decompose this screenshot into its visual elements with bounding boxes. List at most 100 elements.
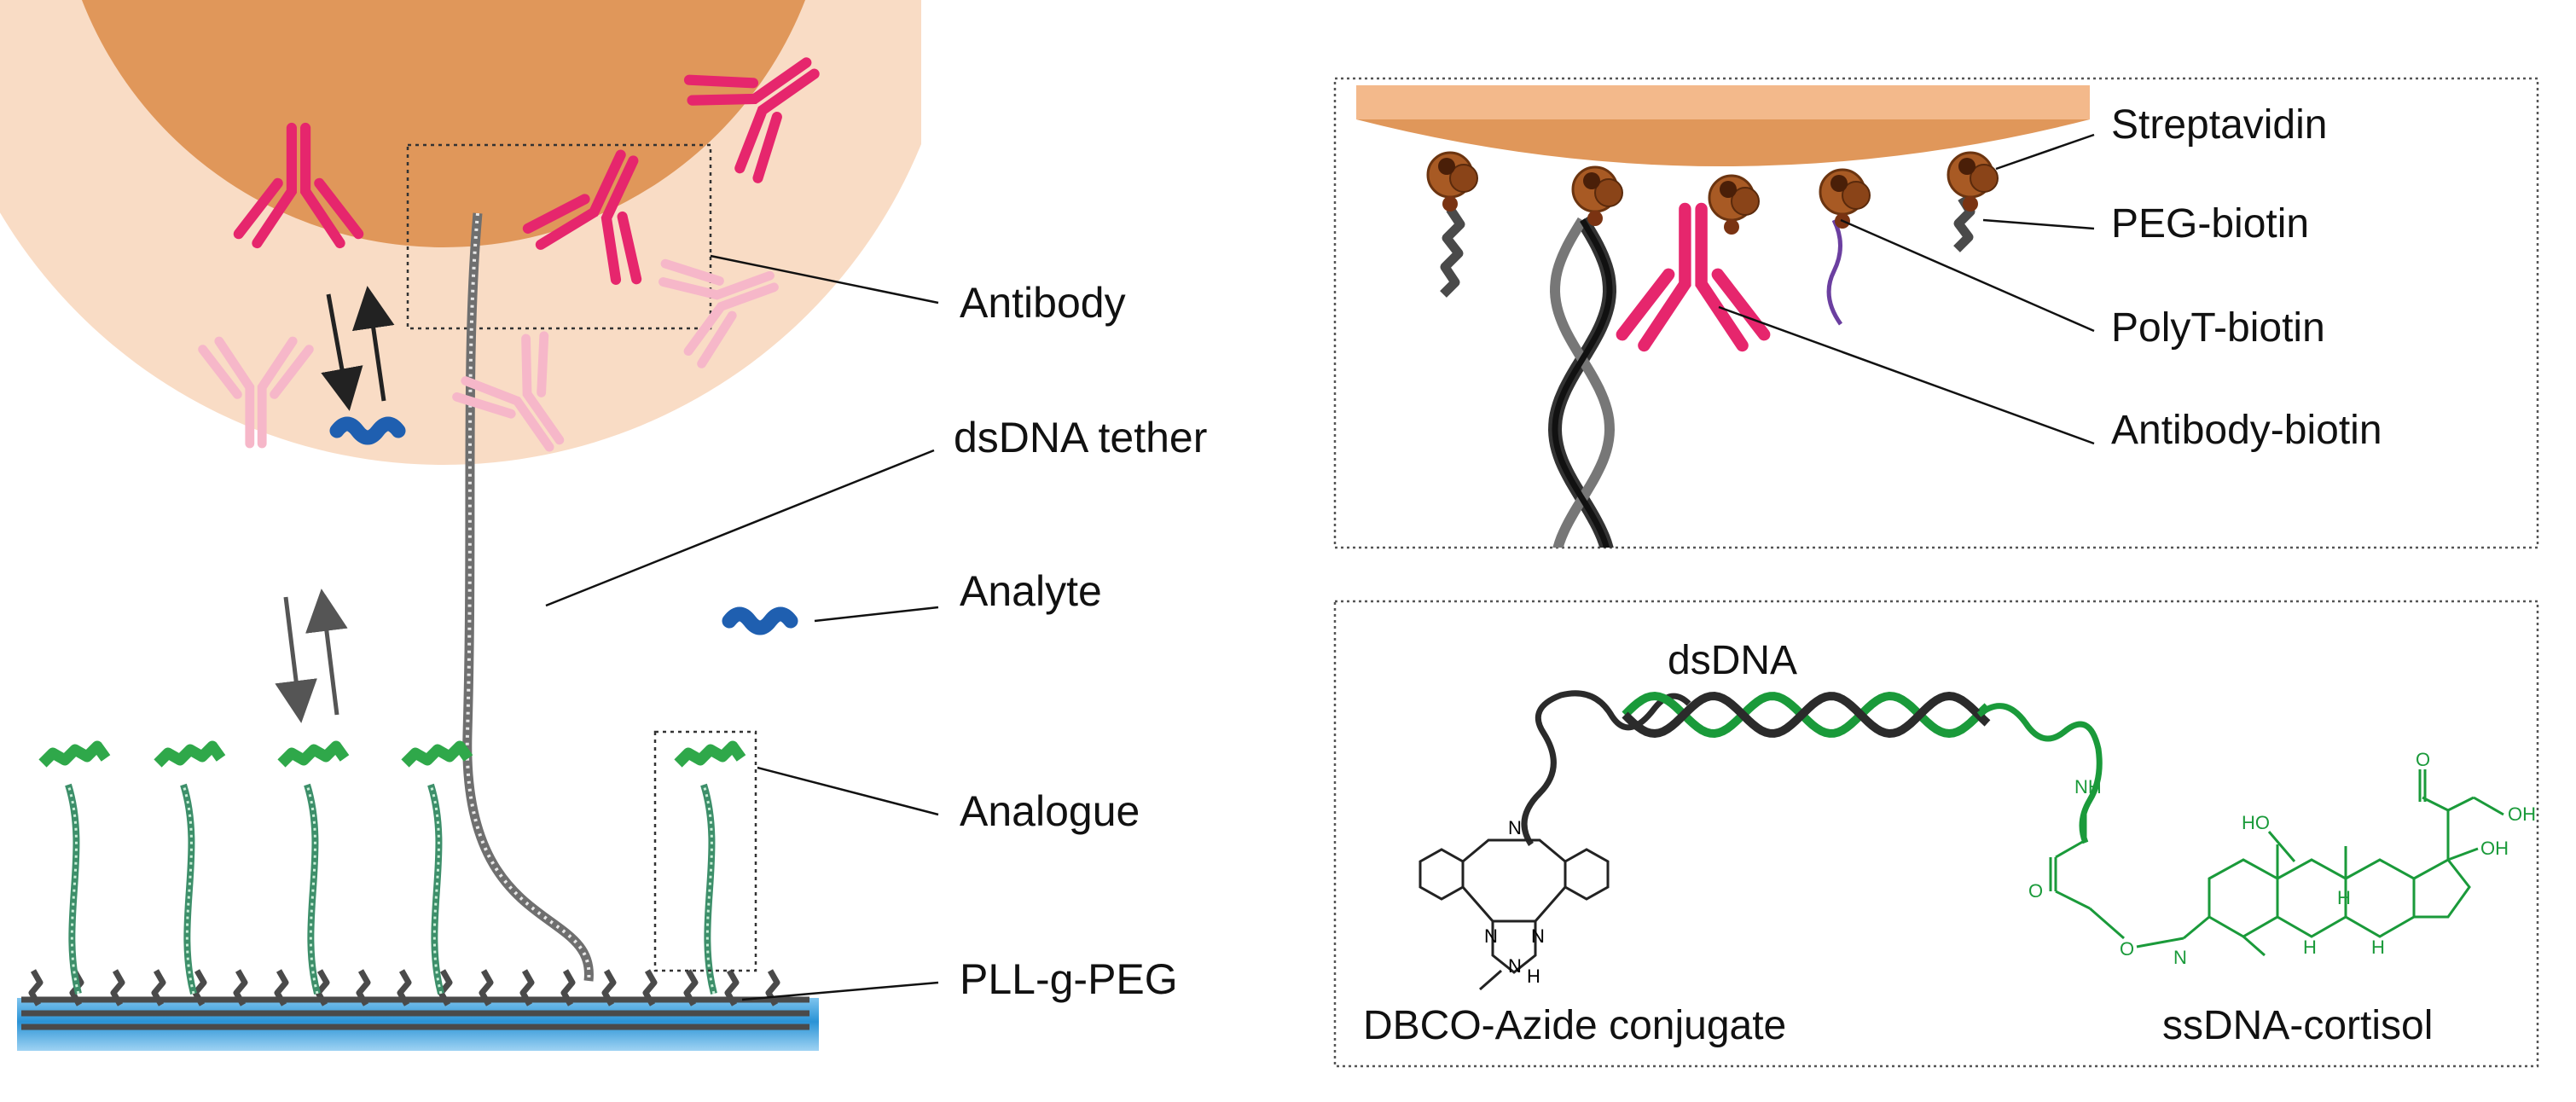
atom-n-main: N <box>1508 817 1522 838</box>
cortisol-structure <box>2049 769 2504 957</box>
dsdna-tether <box>462 212 594 982</box>
antibody-bound-3 <box>683 57 820 183</box>
streptavidin-1 <box>1426 151 1478 212</box>
leader-polyt-biotin <box>1840 218 2095 333</box>
antibodies <box>198 57 820 452</box>
antibody-free-3 <box>452 331 565 452</box>
atom-o-keto: O <box>2416 749 2430 770</box>
peg-chain <box>560 969 576 1006</box>
peg-chain <box>724 969 740 1006</box>
peg-chain <box>765 969 780 1006</box>
peg-chain <box>642 969 658 1006</box>
antibody-free-1 <box>659 258 779 368</box>
atom-oh-ring: OH <box>2480 838 2509 859</box>
label-peg-biotin: PEG-biotin <box>2111 201 2309 246</box>
arrow-up <box>351 286 395 402</box>
label-antibody-biotin: Antibody-biotin <box>2111 408 2382 453</box>
atom-o-amide: O <box>2028 880 2043 902</box>
analyte-icon <box>329 416 406 445</box>
leader-analogue <box>757 766 939 816</box>
label-analyte: Analyte <box>960 567 1102 615</box>
peg-chain <box>192 969 207 1006</box>
antibody-free-2 <box>198 336 314 449</box>
analogue-head-icon <box>38 740 111 768</box>
atom-h1: H <box>2337 887 2351 908</box>
analogue-strand-2 <box>154 740 226 995</box>
analogue-head-icon <box>674 740 746 768</box>
label-pll-g-peg: PLL-g-PEG <box>960 955 1178 1003</box>
atom-n-oxime: N <box>2173 947 2187 968</box>
inset-bottom-frame <box>1333 600 2539 1068</box>
analogue-strand-3 <box>277 740 350 995</box>
label-antibody: Antibody <box>960 279 1126 327</box>
atom-h2: H <box>2303 937 2317 958</box>
streptavidin-4 <box>1819 168 1871 229</box>
analogue-strands <box>38 740 746 995</box>
dbco-structure <box>1419 838 1610 991</box>
inset-bottom: dsDNA N N N N H DBCO-Azide conjugate <box>1333 600 2539 1068</box>
streptavidin-2 <box>1571 165 1623 226</box>
peg-biotin-chain <box>1440 206 1465 298</box>
atom-h3: H <box>2371 937 2385 958</box>
peg-chain <box>274 969 289 1006</box>
label-ssdna-cortisol: ssDNA-cortisol <box>2162 1003 2433 1048</box>
dsdna-helix-horizontal <box>1622 691 1991 739</box>
peg-chain <box>110 969 125 1006</box>
peg-chain <box>479 969 494 1006</box>
atom-n-b: N <box>1531 925 1545 947</box>
peg-chain <box>356 969 371 1006</box>
arrow-up-lower <box>305 589 348 716</box>
peg-chain <box>519 969 535 1006</box>
antibody-biotin-icon <box>1616 202 1771 352</box>
antibody-bound-2 <box>522 149 642 285</box>
analogue-strand-1 <box>38 740 111 995</box>
helix-strand-black <box>1622 691 1991 739</box>
atom-n-a: N <box>1484 925 1498 947</box>
antibody-biotin <box>1616 202 1771 352</box>
leader-analyte <box>814 606 939 623</box>
peg-chain <box>438 969 453 1006</box>
dna-double-helix <box>1547 216 1617 548</box>
arrow-down-lower <box>275 596 317 723</box>
atom-o-ether: O <box>2120 938 2134 960</box>
antibody-bound-1 <box>233 122 364 249</box>
inset-top-frame <box>1333 77 2539 549</box>
peg-chain <box>601 969 617 1006</box>
leader-antibody <box>710 254 939 304</box>
cortisol-linker <box>1976 703 2103 844</box>
analyte-legend-icon <box>722 606 798 635</box>
peg-chain <box>683 969 699 1006</box>
streptavidins <box>1426 151 1999 235</box>
label-polyt-biotin: PolyT-biotin <box>2111 305 2325 351</box>
bead-surface-segment <box>1356 119 2090 166</box>
peg-chain <box>28 969 44 1006</box>
label-streptavidin: Streptavidin <box>2111 102 2327 148</box>
atom-n-c: N <box>1508 955 1522 977</box>
leader-antibody-biotin <box>1718 305 2095 445</box>
analogue-head-icon <box>154 740 226 768</box>
zoom-box-bead <box>406 143 712 330</box>
leader-pll <box>741 981 939 1001</box>
atom-ho: HO <box>2242 812 2270 833</box>
polyt-strand <box>1826 218 1843 326</box>
peg-chain <box>315 969 330 1006</box>
streptavidin-5 <box>1947 151 1999 212</box>
leader-dsdna <box>545 449 935 607</box>
analogue-head-icon <box>277 740 350 768</box>
dbco-linker <box>1521 690 1691 846</box>
label-dsdna-tether: dsDNA tether <box>954 414 1207 461</box>
streptavidin-3 <box>1708 174 1760 235</box>
analogue-strand-4 <box>401 740 473 995</box>
leader-peg-biotin <box>1982 218 2095 230</box>
peg-chain <box>397 969 412 1006</box>
label-analogue: Analogue <box>960 787 1140 835</box>
atom-h-triazole: H <box>1527 966 1540 987</box>
label-dsdna: dsDNA <box>1668 638 1797 683</box>
atom-nh: NH <box>2074 776 2102 798</box>
inset-top: Streptavidin PEG-biotin PolyT-biotin Ant… <box>1333 77 2539 549</box>
label-dbco-azide: DBCO-Azide conjugate <box>1363 1003 1786 1048</box>
atom-oh-end: OH <box>2508 803 2536 825</box>
peg-chain <box>151 969 166 1006</box>
pll-g-peg-layer <box>21 969 809 1030</box>
